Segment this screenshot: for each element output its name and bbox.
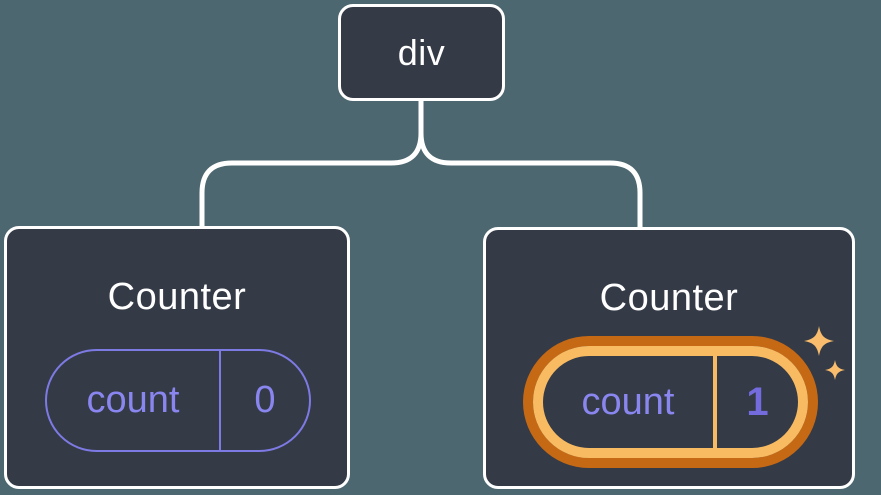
connector-right-branch bbox=[418, 130, 643, 231]
state-value-label: 0 bbox=[219, 351, 309, 450]
counter-right-title: Counter bbox=[599, 277, 739, 319]
state-value-label: 1 bbox=[713, 356, 798, 448]
state-key-label: count bbox=[581, 380, 675, 423]
sparkle-small bbox=[825, 360, 845, 380]
counter-node-right: Counter count 1 bbox=[483, 227, 855, 489]
counter-node-left: Counter count 0 bbox=[4, 226, 350, 489]
root-node-label: div bbox=[397, 31, 446, 73]
counter-left-state-pill: count 0 bbox=[45, 349, 311, 452]
root-node-div: div bbox=[338, 4, 505, 101]
connector-left-branch bbox=[199, 95, 424, 230]
counter-right-state-pill-highlighted: count 1 bbox=[533, 346, 808, 458]
sparkles-icon bbox=[804, 326, 845, 380]
counter-left-title: Counter bbox=[107, 276, 247, 318]
sparkle-large bbox=[804, 326, 834, 356]
state-key-label: count bbox=[86, 379, 180, 421]
